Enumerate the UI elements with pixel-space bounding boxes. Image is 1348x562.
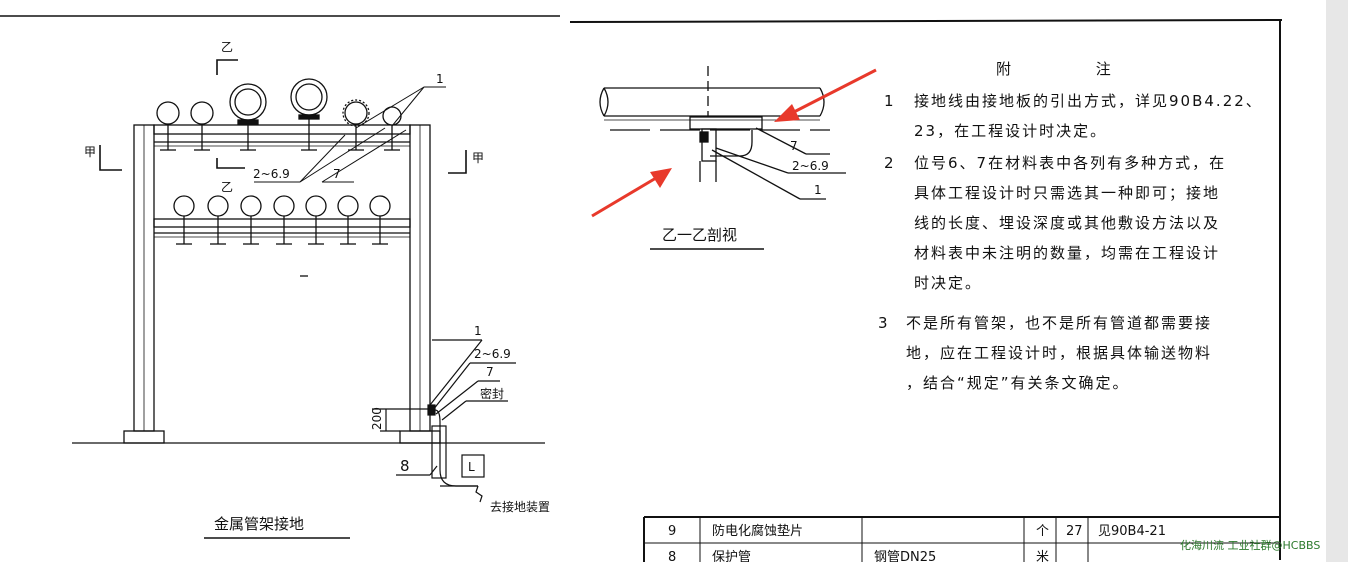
note-2-line-1: 位号6、7在材料表中各列有多种方式，在: [914, 154, 1226, 172]
row-2-no: 8: [668, 550, 676, 562]
callout-2-6-9: 2~6.9: [253, 167, 290, 181]
note-2-line-5: 时决定。: [914, 274, 982, 292]
to-ground-label: 去接地装置: [490, 499, 550, 514]
watermark: 化海川流 工业社群@HCBBS: [1180, 538, 1320, 552]
note-2-line-2: 具体工程设计时只需选其一种即可；接地: [914, 184, 1220, 202]
row-2-spec: 钢管DN25: [874, 550, 936, 562]
note-2-line-4: 材料表中未注明的数量，均需在工程设计: [914, 244, 1220, 262]
section-view-drawing: [599, 66, 846, 200]
seal-label: 密封: [480, 386, 504, 401]
section-callout-1: 1: [814, 183, 822, 197]
red-arrow-lower: [591, 168, 672, 218]
note-1-line-2: 23，在工程设计时决定。: [914, 122, 1107, 140]
note-3-number: 3: [878, 314, 890, 332]
row-1-unit: 个: [1036, 524, 1049, 539]
row-2-name: 保护管: [712, 550, 751, 562]
material-table: [643, 516, 1280, 562]
note-3-line-1: 不是所有管架，也不是所有管道都需要接: [906, 314, 1212, 332]
section-callout-7: 7: [790, 139, 798, 153]
bottom-callout-1: 1: [474, 324, 482, 338]
section-view-title: 乙一乙剖视: [662, 226, 737, 244]
note-1-number: 1: [884, 92, 896, 110]
section-cut-marks: [99, 59, 467, 174]
bottom-callout-2-6-9: 2~6.9: [474, 347, 511, 361]
note-3-line-3: ，结合“规定”有关条文确定。: [906, 374, 1130, 392]
section-callout-2-6-9: 2~6.9: [792, 159, 829, 173]
view-mark-right: 甲: [472, 151, 484, 165]
height-dimension: 200: [370, 407, 384, 430]
grounding-detail: [372, 339, 516, 503]
table-row: 9 防电化腐蚀垫片 个 27 见90B4-21: [668, 523, 1166, 539]
row-1-qty: 27: [1066, 524, 1083, 539]
row-1-name: 防电化腐蚀垫片: [712, 523, 803, 539]
bottom-callout-7: 7: [486, 365, 494, 379]
item-8-label: 8: [400, 457, 410, 475]
red-arrow-upper: [774, 68, 877, 122]
main-figure-title: 金属管架接地: [214, 515, 304, 533]
lower-pipe-row: [173, 195, 391, 217]
section-mark-top: 乙: [221, 40, 233, 54]
section-mark-bottom: 乙: [221, 180, 233, 194]
row-1-no: 9: [668, 524, 676, 539]
callout-7: 7: [333, 167, 341, 181]
table-row: 8 保护管 钢管DN25 米: [668, 550, 1049, 562]
note-2-line-3: 线的长度、埋设深度或其他敷设方法以及: [914, 214, 1220, 232]
notes-heading: 附 注: [996, 60, 1151, 78]
lower-pipe-supports: [176, 216, 388, 245]
upper-pipe-supports: [160, 114, 400, 151]
callout-1: 1: [436, 72, 444, 86]
length-mark: L: [468, 460, 475, 474]
upper-pipe-row: [156, 78, 402, 127]
row-1-ref: 见90B4-21: [1098, 524, 1166, 539]
note-3-line-2: 地，应在工程设计时，根据具体输送物料: [906, 344, 1212, 362]
note-1-line-1: 接地线由接地板的引出方式，详见90B4.22、: [914, 92, 1263, 110]
row-2-unit: 米: [1036, 550, 1049, 562]
pipe-rack-drawing: [72, 124, 545, 444]
view-mark-left: 甲: [84, 145, 96, 159]
note-2-number: 2: [884, 154, 896, 172]
upper-callout-leaders: [254, 86, 446, 183]
